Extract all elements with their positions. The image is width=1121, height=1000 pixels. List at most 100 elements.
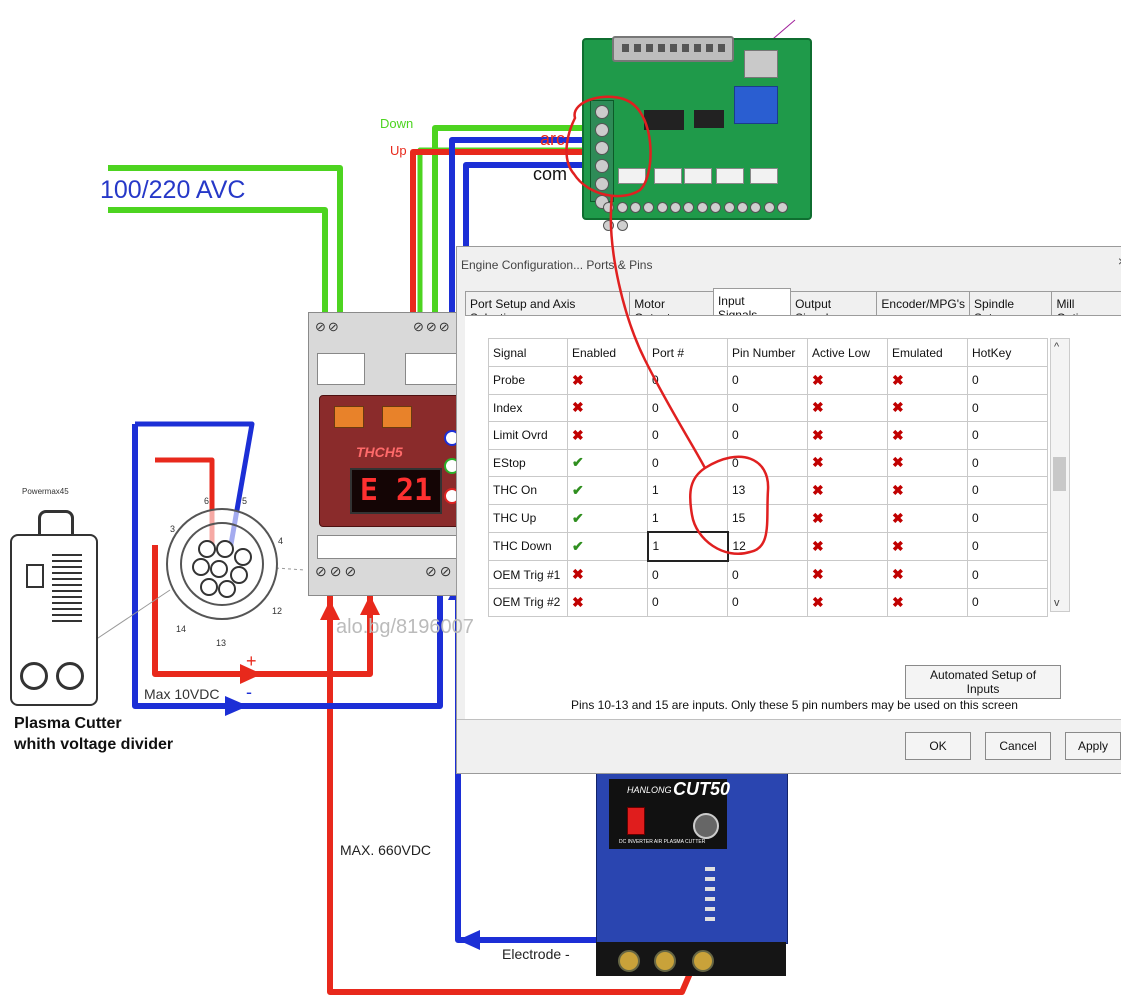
cell-active-low[interactable]: ✖	[807, 503, 888, 533]
red-x-icon[interactable]: ✖	[572, 426, 584, 443]
cell-enabled[interactable]: ✖	[567, 560, 648, 589]
cell-emulated[interactable]: ✖	[887, 531, 968, 561]
green-check-icon[interactable]: ✔	[572, 509, 584, 526]
green-check-icon[interactable]: ✔	[572, 537, 584, 554]
cell-emulated[interactable]: ✖	[887, 421, 968, 450]
cancel-button[interactable]: Cancel	[985, 732, 1051, 760]
cell-port[interactable]: 1	[647, 503, 728, 533]
cell-enabled[interactable]: ✖	[567, 421, 648, 450]
cell-signal[interactable]: Index	[488, 393, 568, 422]
cell-signal[interactable]: THC On	[488, 476, 568, 505]
table-scrollbar[interactable]: ^ v	[1050, 338, 1070, 612]
cell-hotkey[interactable]: 0	[967, 366, 1048, 395]
cell-hotkey[interactable]: 0	[967, 421, 1048, 450]
green-check-icon[interactable]: ✔	[572, 481, 584, 498]
column-header-pin-number[interactable]: Pin Number	[727, 338, 808, 367]
red-x-icon[interactable]: ✖	[892, 509, 904, 526]
cell-signal[interactable]: THC Up	[488, 503, 568, 533]
red-x-icon[interactable]: ✖	[892, 593, 904, 610]
column-header-hotkey[interactable]: HotKey	[967, 338, 1048, 367]
cell-emulated[interactable]: ✖	[887, 588, 968, 617]
cell-port[interactable]: 1	[646, 531, 729, 562]
cell-pin[interactable]: 15	[727, 503, 808, 533]
column-header-emulated[interactable]: Emulated	[887, 338, 968, 367]
ok-button[interactable]: OK	[905, 732, 971, 760]
apply-button[interactable]: Apply	[1065, 732, 1121, 760]
cell-enabled[interactable]: ✔	[567, 531, 648, 561]
cell-signal[interactable]: Limit Ovrd	[488, 421, 568, 450]
cell-emulated[interactable]: ✖	[887, 366, 968, 395]
red-x-icon[interactable]: ✖	[892, 481, 904, 498]
cell-enabled[interactable]: ✔	[567, 503, 648, 533]
cell-emulated[interactable]: ✖	[887, 448, 968, 477]
column-header-port[interactable]: Port #	[647, 338, 728, 367]
cell-hotkey[interactable]: 0	[967, 393, 1048, 422]
cell-pin[interactable]: 0	[727, 448, 808, 477]
cell-signal[interactable]: OEM Trig #2	[488, 588, 568, 617]
cell-port[interactable]: 0	[647, 560, 728, 589]
cell-pin[interactable]: 0	[727, 588, 808, 617]
cell-pin[interactable]: 0	[727, 560, 808, 589]
automated-setup-button[interactable]: Automated Setup of Inputs	[905, 665, 1061, 699]
red-x-icon[interactable]: ✖	[892, 371, 904, 388]
cell-pin[interactable]: 0	[727, 366, 808, 395]
cell-port[interactable]: 1	[647, 476, 728, 505]
red-x-icon[interactable]: ✖	[812, 399, 824, 416]
cell-port[interactable]: 0	[647, 366, 728, 395]
column-header-active-low[interactable]: Active Low	[807, 338, 888, 367]
tab-encoder-mpg[interactable]: Encoder/MPG's	[876, 291, 971, 316]
red-x-icon[interactable]: ✖	[812, 426, 824, 443]
cell-enabled[interactable]: ✖	[567, 393, 648, 422]
scroll-thumb[interactable]	[1053, 457, 1066, 491]
red-x-icon[interactable]: ✖	[572, 371, 584, 388]
red-x-icon[interactable]: ✖	[892, 537, 904, 554]
cell-emulated[interactable]: ✖	[887, 476, 968, 505]
column-header-signal[interactable]: Signal	[488, 338, 568, 367]
red-x-icon[interactable]: ✖	[812, 566, 824, 582]
cell-emulated[interactable]: ✖	[887, 560, 968, 589]
cell-enabled[interactable]: ✖	[567, 588, 648, 617]
red-x-icon[interactable]: ✖	[812, 537, 824, 554]
cell-port[interactable]: 0	[647, 421, 728, 450]
tab-port-setup[interactable]: Port Setup and Axis Selection	[465, 291, 631, 325]
cell-active-low[interactable]: ✖	[807, 588, 888, 617]
red-x-icon[interactable]: ✖	[812, 509, 824, 526]
cell-pin[interactable]: 13	[727, 476, 808, 505]
cell-port[interactable]: 0	[647, 588, 728, 617]
tab-mill-options[interactable]: Mill Options	[1051, 291, 1121, 325]
cell-hotkey[interactable]: 0	[967, 503, 1048, 533]
scroll-up-icon[interactable]: ^	[1054, 341, 1060, 353]
cell-signal[interactable]: Probe	[488, 366, 568, 395]
cell-active-low[interactable]: ✖	[807, 366, 888, 395]
red-x-icon[interactable]: ✖	[812, 454, 824, 471]
cell-emulated[interactable]: ✖	[887, 393, 968, 422]
red-x-icon[interactable]: ✖	[892, 566, 904, 582]
red-x-icon[interactable]: ✖	[572, 593, 584, 610]
cell-emulated[interactable]: ✖	[887, 503, 968, 533]
cell-hotkey[interactable]: 0	[967, 531, 1048, 561]
cell-enabled[interactable]: ✔	[567, 476, 648, 505]
cell-active-low[interactable]: ✖	[807, 531, 888, 561]
column-header-enabled[interactable]: Enabled	[567, 338, 648, 367]
cell-enabled[interactable]: ✔	[567, 448, 648, 477]
red-x-icon[interactable]: ✖	[892, 426, 904, 443]
cell-active-low[interactable]: ✖	[807, 393, 888, 422]
cell-signal[interactable]: EStop	[488, 448, 568, 477]
tab-spindle-setup[interactable]: Spindle Setup	[969, 291, 1053, 325]
cell-pin[interactable]: 0	[727, 421, 808, 450]
red-x-icon[interactable]: ✖	[892, 454, 904, 471]
cell-hotkey[interactable]: 0	[967, 560, 1048, 589]
red-x-icon[interactable]: ✖	[812, 593, 824, 610]
cell-active-low[interactable]: ✖	[807, 476, 888, 505]
cell-signal[interactable]: THC Down	[488, 531, 568, 561]
cell-port[interactable]: 0	[647, 393, 728, 422]
cell-hotkey[interactable]: 0	[967, 588, 1048, 617]
red-x-icon[interactable]: ✖	[892, 399, 904, 416]
